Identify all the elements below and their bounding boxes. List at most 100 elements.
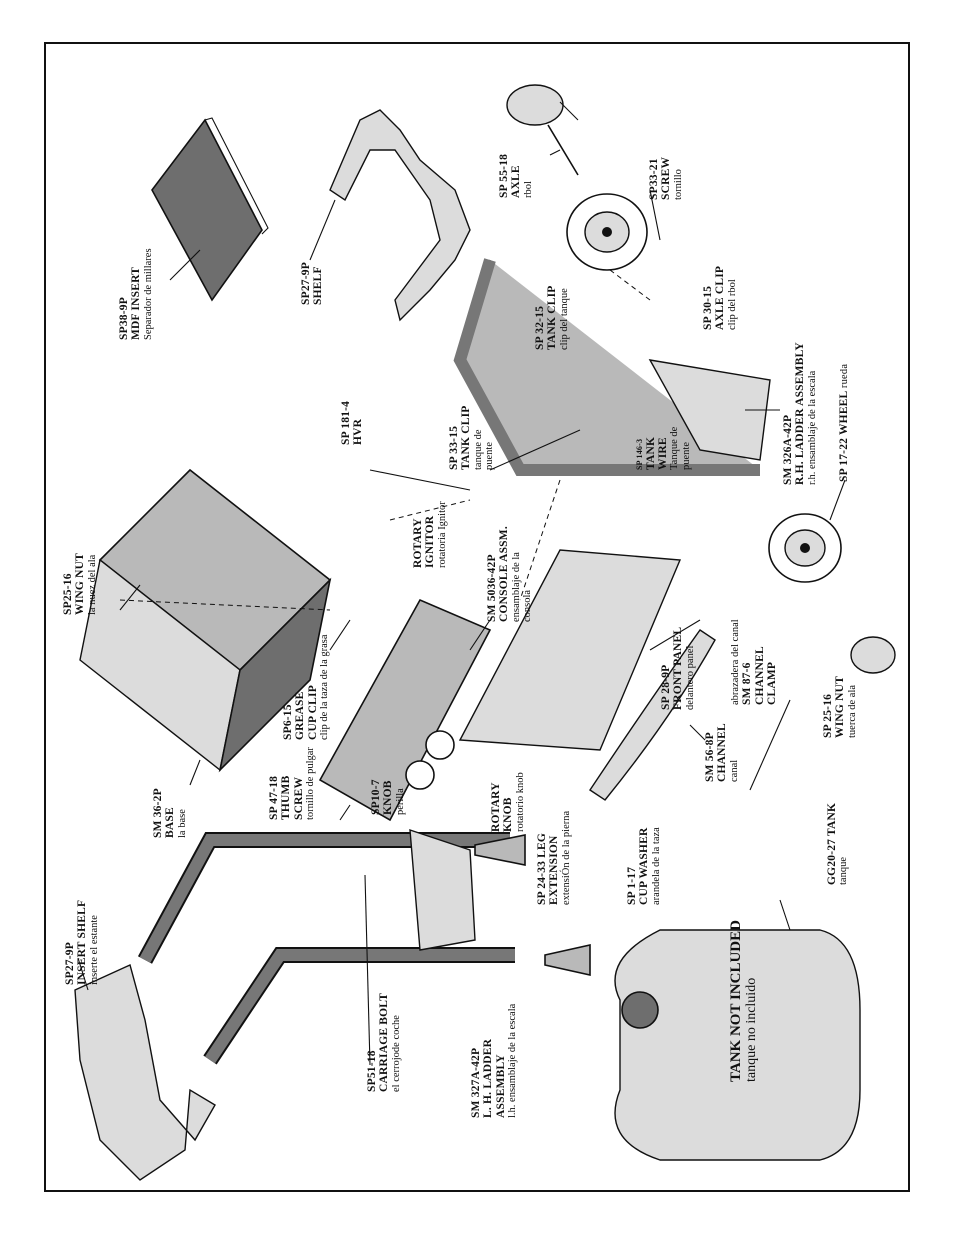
label-cup-washer: SP 1-17 CUP WASHER arandela de la taza (626, 827, 662, 905)
label-name: CARRIAGE BOLT (378, 993, 391, 1092)
label-tank-wire: SP 146-3 TANK WIRE Tanque de puente (635, 426, 692, 470)
label-es2: consola (522, 589, 534, 622)
label-name2: ASSEMBLY (494, 1054, 507, 1118)
label-tank-note: TANK NOT INCLUDED tanque no incluido (728, 920, 759, 1082)
label-thumb-screw: SP 47-18 THUMB SCREW tornillo de pulgar (268, 747, 317, 820)
label-wing-nut-2: SP 25-16 WING NUT tuerca de ala (822, 676, 858, 738)
label-wheel: SP 17-22 WHEEL rueda (838, 364, 850, 482)
label-code: SP 28-9P (660, 664, 672, 710)
label-name: BASE (164, 807, 177, 838)
label-name: AXLE (510, 165, 523, 198)
label-name2: IGNITOR (424, 515, 437, 568)
console-drawing (318, 598, 492, 822)
label-code: SP25-16 (62, 573, 74, 615)
label-es: rotatorio knob (514, 772, 526, 832)
label-code: SP 24-33 (536, 860, 548, 905)
label-lh-ladder: SM 327A-42P L. H. LADDER ASSEMBLY l.h. e… (470, 1004, 519, 1118)
label-rh-ladder: SM 326A-42P R.H. LADDER ASSEMBLY r.h. en… (782, 342, 818, 485)
label-shelf: SP27-9P SHELF (300, 262, 325, 305)
label-es: clip de la taza de la grasa (319, 634, 331, 740)
label-es: canal (728, 759, 740, 782)
label-es: Tanque de (669, 426, 681, 470)
label-code: SP38-9P (118, 297, 130, 340)
label-es: tornillo de pulgar (305, 747, 317, 820)
label-code: SM 5036-42P (486, 554, 498, 622)
label-tank: GG20-27 TANK tanque (826, 803, 850, 885)
label-name: WING NUT (74, 553, 87, 615)
label-es: tornillo (672, 169, 684, 200)
label-es: delantero panel (684, 645, 696, 710)
label-code: SP10-7 (370, 779, 382, 815)
label-es: tanque no incluido (744, 977, 760, 1082)
label-name2: CLAMP (766, 661, 779, 705)
label-name: TANK NOT INCLUDED (728, 920, 744, 1082)
label-code: SP 1-17 (626, 866, 638, 905)
insert-shelf-drawing (74, 964, 216, 1181)
label-name: GREASE (294, 691, 307, 741)
leg-extension-drawing (474, 834, 591, 976)
label-code: SP27-9P (64, 942, 76, 985)
channel-drawing (589, 629, 716, 801)
label-mdf-insert: SP38-9P MDF INSERT Separador de millares (118, 248, 154, 340)
label-es: la base (176, 809, 188, 838)
label-code: SP 25-16 (822, 693, 834, 738)
label-es: r.h. ensamblaje de la escala (806, 370, 818, 485)
mdf-insert-drawing (151, 117, 269, 302)
label-front-panel: SP 28-9P FRONT PANEL delantero panel (660, 627, 696, 710)
label-code: GG20-27 (826, 838, 838, 885)
label-wheel-line: SP 17-22 WHEEL rueda (838, 364, 850, 482)
label-axle-clip: SP 30-15 AXLE CLIP clip del rbol (702, 266, 738, 330)
label-name: MDF INSERT (130, 266, 143, 340)
label-name: INSERT SHELF (76, 899, 89, 985)
label-code: SP 17-22 (838, 437, 850, 482)
label-es: extensiÓn de la pierna (560, 810, 572, 905)
label-name2: EXTENSION (548, 835, 561, 905)
label-insert-shelf: SP27-9P INSERT SHELF inserte el estante (64, 900, 100, 985)
label-es: l.h. ensamblaje de la escala (507, 1003, 519, 1118)
label-name: L. H. LADDER (482, 1038, 495, 1118)
label-es: abrazadera del canal (730, 619, 741, 705)
label-name: CHANNEL (753, 646, 766, 705)
label-tank-clip-1: SP 32-15 TANK CLIP clip del tanque (534, 285, 570, 350)
label-rotary-knob: ROTARY KNOB rotatorio knob (490, 772, 526, 832)
label-code: SP 146-3 (635, 438, 644, 470)
label-name: ROTARY (412, 518, 424, 568)
label-name: CONSOLE ASSM. (498, 526, 511, 622)
label-es: rotatoria Ignitor (436, 501, 448, 568)
label-es: inserte el estante (88, 915, 100, 985)
label-code: SM 56-8P (704, 732, 716, 782)
label-name: SCREW (660, 156, 673, 200)
label-code: SP 47-18 (268, 775, 280, 820)
rh-ladder-drawing (453, 258, 771, 476)
label-name2: SCREW (292, 776, 305, 820)
label-code: SP 181-4 (340, 400, 352, 445)
label-es: arandela de la taza (650, 827, 662, 905)
label-es2: puente (484, 442, 496, 470)
label-console: SM 5036-42P CONSOLE ASSM. ensamblaje de … (486, 526, 533, 622)
label-es: clip del rbol (726, 279, 738, 330)
wheel-top-drawing (506, 84, 648, 271)
lh-ladder-drawing (137, 829, 515, 1065)
label-code: SP6-15 (282, 704, 294, 740)
tank-drawing (614, 929, 861, 1161)
label-tank-clip-2: SP 33-15 TANK CLIP tanque de puente (448, 405, 495, 470)
label-carriage-bolt: SP51-18 CARRIAGE BOLT el cerrojode coche (366, 993, 402, 1092)
label-es: tanque de (472, 429, 484, 470)
label-name: THUMB (280, 775, 293, 820)
label-code: SM 36-2P (152, 788, 164, 838)
label-name: TANK (826, 802, 838, 836)
shelf-drawing (329, 109, 471, 322)
label-es: rbol (522, 181, 534, 198)
label-name: TANK CLIP (460, 405, 473, 470)
label-leg-extension: SP 24-33 LEG EXTENSION extensiÓn de la p… (536, 811, 572, 905)
label-name: TANK CLIP (546, 285, 559, 350)
label-es: perilla (394, 788, 406, 815)
label-screw: SP33-21 SCREW tornillo (648, 157, 684, 200)
label-es: tuerca de ala (846, 684, 858, 738)
label-es: rueda (839, 363, 850, 389)
label-name: R.H. LADDER ASSEMBLY (794, 342, 807, 485)
front-panel-drawing (458, 549, 682, 751)
label-code: SM 326A-42P (782, 414, 794, 485)
base-drawing (79, 468, 332, 773)
